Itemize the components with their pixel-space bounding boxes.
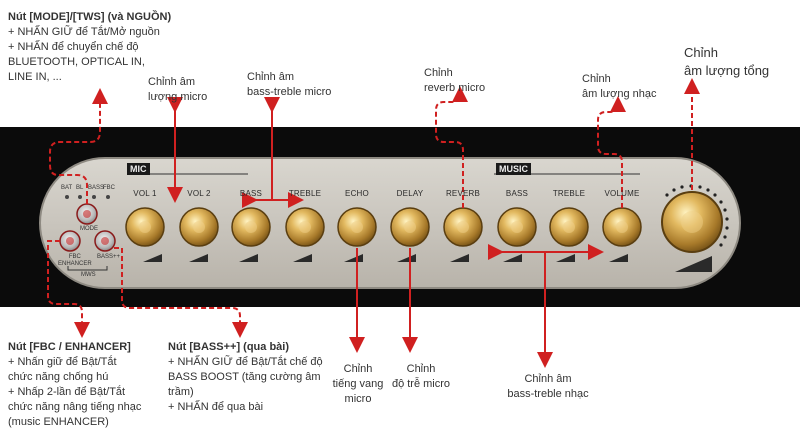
indicator-bl: BL [76,185,84,191]
knob-music-volume[interactable] [602,207,642,247]
knob-reverb[interactable] [443,207,483,247]
annotation-line: Chỉnh âm [148,76,196,88]
annotation-line: Chỉnh âm [524,373,572,385]
annotation-mode-line: + NHẤN để chuyển chế độ [8,41,139,53]
annotation-arrows [47,78,700,338]
label-delay: DELAY [396,189,424,198]
annotation-bass-plus: Nút [BASS++] (qua bài) + NHẤN GIỮ để Bật… [168,340,358,415]
indicator-bass: BASS [88,185,105,191]
annotation-master-volume: Chỉnh âm lượng tổng [684,44,769,80]
annotation-line: âm lượng nhạc [582,88,657,100]
annotation-delay: Chỉnh độ trễ micro [386,362,456,392]
mode-label: MODE [80,226,98,232]
master-volume-dots [665,184,729,247]
annotation-line: Chỉnh [343,363,373,375]
knob-scale-marks [143,254,712,272]
annotation-line: bass-treble micro [247,86,332,98]
bass-plus-button[interactable] [94,230,116,252]
knob-music-bass[interactable] [497,207,537,247]
knob-vol1[interactable] [125,207,165,247]
label-vol2: VOL 2 [187,189,211,198]
annotation-line: Chỉnh [406,363,436,375]
knob-mic-treble[interactable] [285,207,325,247]
annotation-bass-plus-title: Nút [BASS++] (qua bài) [168,341,290,353]
tws-label: MWS [81,272,96,278]
annotation-fbc-line: chức năng chống hú [8,371,109,383]
tws-bracket [67,266,108,271]
annotation-fbc: Nút [FBC / ENHANCER] + Nhấn giữ để Bật/T… [8,340,208,430]
annotation-line: reverb micro [424,82,486,94]
knob-master-volume[interactable] [661,184,729,253]
bass-plus-label: BASS++ [97,254,121,260]
label-mic-bass: BASS [239,189,263,198]
label-music-volume: VOLUME [604,189,640,198]
annotation-bass-line: + NHẤN để qua bài [168,401,264,413]
label-music-bass: BASS [505,189,529,198]
annotation-mode-title: Nút [MODE]/[TWS] (và NGUỒN) [8,11,172,23]
annotation-solid-arrows [167,97,604,368]
annotation-line: Chỉnh [684,45,718,60]
mode-button[interactable] [76,203,98,225]
annotation-line: lượng micro [148,91,208,103]
annotation-line: Chỉnh âm [247,71,295,83]
annotation-fbc-title: Nút [FBC / ENHANCER] [8,341,131,353]
annotation-mode: Nút [MODE]/[TWS] (và NGUỒN) + NHẤN GIỮ đ… [8,10,208,85]
annotation-fbc-line: chức năng nâng tiếng nhạc [8,401,142,413]
annotation-bass-line: trầm) [168,386,194,398]
annotation-fbc-line: (music ENHANCER) [8,416,109,428]
annotation-mode-line: + NHẤN GIỮ để Tắt/Mở nguồn [8,26,160,38]
label-echo: ECHO [345,189,369,198]
annotation-fbc-line: + Nhấn giữ để Bật/Tắt [8,356,117,368]
annotation-line: Chỉnh [424,67,453,79]
annotation-line: tiếng vang micro [332,378,384,405]
annotation-line: bass-treble nhạc [507,388,589,400]
annotation-bass-line: BASS BOOST (tăng cường âm [168,371,321,383]
label-music-treble: TREBLE [552,189,586,198]
annotation-music-bass-treble: Chỉnh âm bass-treble nhạc [498,372,598,402]
annotation-line: độ trễ micro [391,378,451,390]
annotation-reverb: Chỉnh reverb micro [424,66,485,96]
knob-echo[interactable] [337,207,377,247]
annotation-mode-line: BLUETOOTH, OPTICAL IN, [8,56,145,68]
fbc-enhancer-button[interactable] [59,230,81,252]
knob-mic-bass[interactable] [231,207,271,247]
label-reverb: REVERB [445,189,481,198]
indicator-fbc: FBC [103,185,115,191]
annotation-mic-volume: Chỉnh âm lượng micro [148,75,207,105]
fbc-label: FBC ENHANCER [58,254,92,267]
mic-section-tag: MIC [127,163,150,175]
label-vol1: VOL 1 [133,189,157,198]
music-section-tag: MUSIC [496,163,531,175]
indicator-leds [65,195,110,199]
annotation-line: Chỉnh [582,73,611,85]
annotation-mode-line: LINE IN, ... [8,71,62,83]
knob-delay[interactable] [390,207,430,247]
label-mic-treble: TREBLE [288,189,322,198]
annotation-line: âm lượng tổng [684,63,770,78]
annotation-fbc-line: + Nhấp 2-lần để Bật/Tắt [8,386,126,398]
annotation-music-volume: Chỉnh âm lượng nhạc [582,72,657,102]
annotation-echo: Chỉnh tiếng vang micro [318,362,398,407]
knob-vol2[interactable] [179,207,219,247]
knob-music-treble[interactable] [549,207,589,247]
annotation-mic-bass-treble: Chỉnh âm bass-treble micro [247,70,331,100]
annotation-bass-line: + NHẤN GIỮ để Bật/Tắt chế độ [168,356,323,368]
indicator-bat: BAT [61,185,73,191]
